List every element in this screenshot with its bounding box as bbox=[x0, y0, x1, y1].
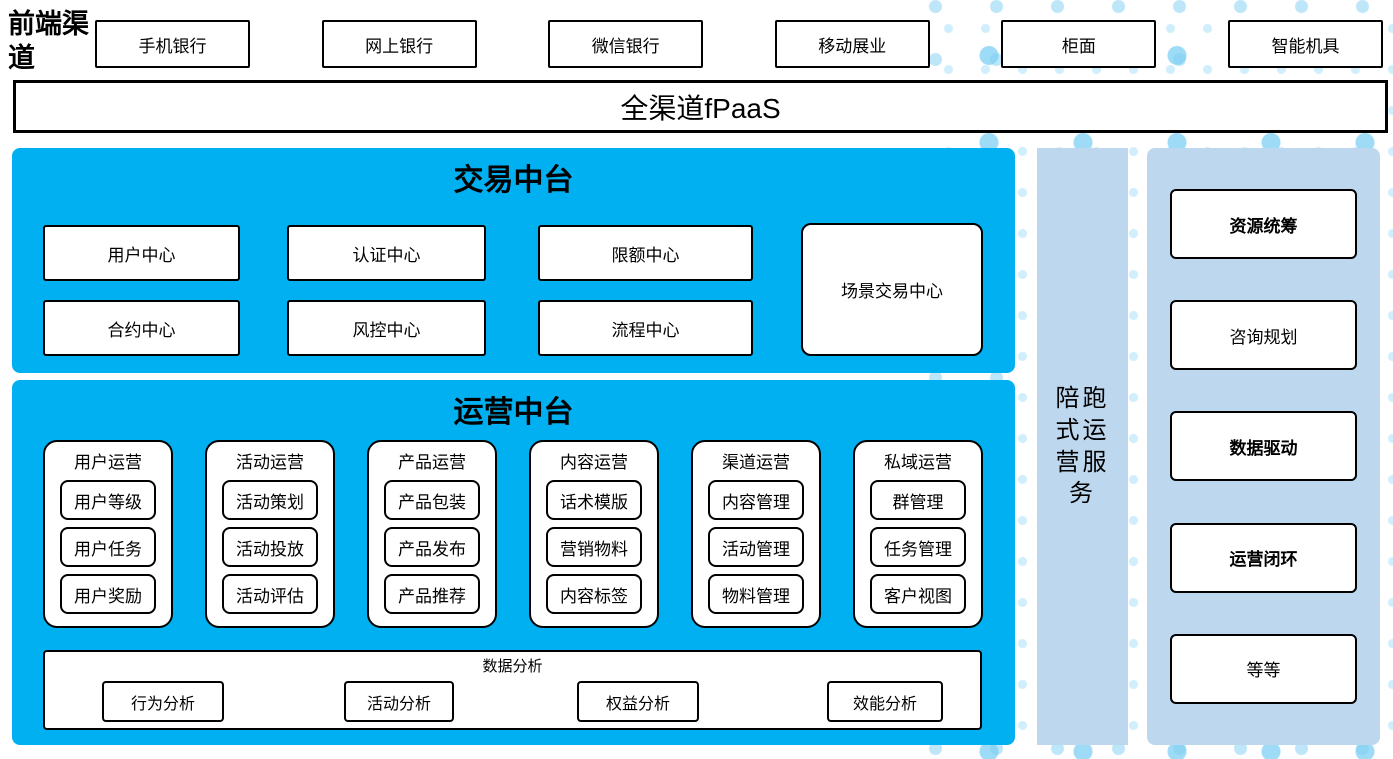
trade-platform-title: 交易中台 bbox=[453, 164, 574, 197]
accompanying-service-label: 陪跑式运营服务 bbox=[1055, 385, 1110, 508]
activity-analysis-box: 活动分析 bbox=[344, 681, 454, 722]
etc-box: 等等 bbox=[1170, 633, 1357, 704]
behavior-analysis-box: 行为分析 bbox=[102, 681, 224, 722]
ops-item: 产品推荐 bbox=[384, 574, 480, 614]
ops-column-activity: 活动运营 活动策划 活动投放 活动评估 bbox=[205, 440, 335, 628]
ops-column-content: 内容运营 话术模版 营销物料 内容标签 bbox=[529, 440, 659, 628]
ops-item: 话术模版 bbox=[546, 480, 642, 520]
ops-item: 活动投放 bbox=[222, 527, 318, 567]
data-analysis-title: 数据分析 bbox=[482, 658, 543, 675]
channel-online-banking: 网上银行 bbox=[321, 20, 477, 68]
ops-item: 任务管理 bbox=[870, 527, 966, 567]
efficiency-analysis-box: 效能分析 bbox=[827, 681, 943, 722]
limit-center-box: 限额中心 bbox=[538, 225, 753, 281]
channel-mobile-banking: 手机银行 bbox=[95, 20, 250, 68]
ops-column-user: 用户运营 用户等级 用户任务 用户奖励 bbox=[43, 440, 173, 628]
channel-wechat-banking: 微信银行 bbox=[548, 20, 704, 68]
scene-trade-center-box: 场景交易中心 bbox=[801, 223, 983, 356]
ops-item: 内容标签 bbox=[546, 574, 642, 614]
ops-item: 用户任务 bbox=[60, 527, 156, 567]
ops-item: 用户奖励 bbox=[60, 574, 156, 614]
ops-platform-panel: 运营中台 用户运营 用户等级 用户任务 用户奖励 活动运营 活动策划 活动投放 … bbox=[12, 380, 1015, 745]
ops-item: 客户视图 bbox=[870, 574, 966, 614]
ops-column-channel: 渠道运营 内容管理 活动管理 物料管理 bbox=[691, 440, 821, 628]
ops-item: 活动管理 bbox=[708, 527, 804, 567]
ops-column-title: 用户运营 bbox=[74, 453, 142, 472]
ops-item: 产品发布 bbox=[384, 527, 480, 567]
data-driven-box: 数据驱动 bbox=[1170, 411, 1357, 482]
front-channels-label: 前端渠道 bbox=[8, 9, 89, 73]
ops-item: 活动评估 bbox=[222, 574, 318, 614]
ops-column-private-domain: 私域运营 群管理 任务管理 客户视图 bbox=[853, 440, 983, 628]
consulting-planning-box: 咨询规划 bbox=[1170, 300, 1357, 371]
ops-item: 用户等级 bbox=[60, 480, 156, 520]
channel-row: 手机银行 网上银行 微信银行 移动展业 柜面 智能机具 bbox=[95, 20, 1383, 68]
ops-item: 群管理 bbox=[870, 480, 966, 520]
ops-column-product: 产品运营 产品包装 产品发布 产品推荐 bbox=[367, 440, 497, 628]
resource-coordination-box: 资源统筹 bbox=[1170, 189, 1357, 260]
data-analysis-container: 数据分析 行为分析 活动分析 权益分析 效能分析 bbox=[43, 650, 982, 730]
ops-platform-title: 运营中台 bbox=[453, 396, 574, 429]
ops-item: 活动策划 bbox=[222, 480, 318, 520]
ops-columns: 用户运营 用户等级 用户任务 用户奖励 活动运营 活动策划 活动投放 活动评估 … bbox=[43, 440, 983, 628]
ops-column-title: 活动运营 bbox=[236, 453, 304, 472]
ops-column-title: 产品运营 bbox=[398, 453, 466, 472]
contract-center-box: 合约中心 bbox=[43, 300, 240, 356]
ops-column-title: 内容运营 bbox=[560, 453, 628, 472]
service-column: 资源统筹 咨询规划 数据驱动 运营闭环 等等 bbox=[1147, 148, 1380, 745]
trade-platform-panel: 交易中台 用户中心 认证中心 限额中心 合约中心 风控中心 流程中心 场景交易中… bbox=[12, 148, 1015, 373]
accompanying-service-strip: 陪跑式运营服务 bbox=[1037, 148, 1128, 745]
channel-smart-devices: 智能机具 bbox=[1227, 20, 1383, 68]
ops-column-title: 私域运营 bbox=[884, 453, 952, 472]
ops-item: 营销物料 bbox=[546, 527, 642, 567]
process-center-box: 流程中心 bbox=[538, 300, 753, 356]
ops-item: 内容管理 bbox=[708, 480, 804, 520]
ops-item: 物料管理 bbox=[708, 574, 804, 614]
user-center-box: 用户中心 bbox=[43, 225, 240, 281]
channel-counter: 柜面 bbox=[1001, 20, 1157, 68]
channel-mobile-outreach: 移动展业 bbox=[774, 20, 930, 68]
risk-center-box: 风控中心 bbox=[287, 300, 486, 356]
auth-center-box: 认证中心 bbox=[287, 225, 486, 281]
rights-analysis-box: 权益分析 bbox=[577, 681, 699, 722]
fpaas-bar: 全渠道fPaaS bbox=[13, 80, 1388, 133]
ops-item: 产品包装 bbox=[384, 480, 480, 520]
operation-loop-box: 运营闭环 bbox=[1170, 522, 1357, 593]
ops-column-title: 渠道运营 bbox=[722, 453, 790, 472]
